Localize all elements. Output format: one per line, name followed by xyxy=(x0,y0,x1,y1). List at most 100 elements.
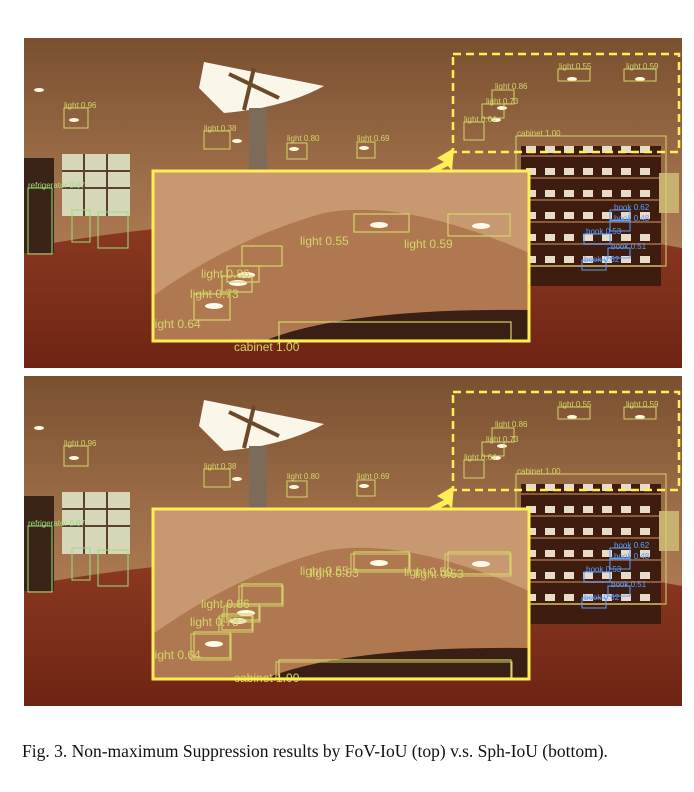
detection-label: cabinet 1.00 xyxy=(517,129,561,138)
window-frame xyxy=(62,154,130,216)
shelf-item xyxy=(583,484,593,491)
inset-detection-box xyxy=(221,613,253,631)
inset-detection-box xyxy=(447,551,511,575)
shelf-item xyxy=(640,146,650,153)
shelf-item xyxy=(602,572,612,579)
shelf-item xyxy=(621,212,631,219)
inset-detection-label: light 0.55 xyxy=(300,234,349,248)
shelf-item xyxy=(583,234,593,241)
shelf-item xyxy=(621,256,631,263)
shelf-item xyxy=(545,212,555,219)
shelf-item xyxy=(526,484,536,491)
inset-ceiling xyxy=(153,509,529,634)
ceiling-lamp xyxy=(69,456,79,460)
detection-label: cabinet 1.00 xyxy=(517,467,561,476)
detection-box xyxy=(607,247,631,259)
shelf-item xyxy=(564,528,574,535)
shelf-item xyxy=(564,256,574,263)
detection-label: light 0.80 xyxy=(287,472,320,481)
shelf-item xyxy=(526,572,536,579)
shelf-item xyxy=(545,234,555,241)
inset-detection-label: light 0.53 xyxy=(415,567,464,581)
detection-box xyxy=(609,558,631,570)
shelf-item xyxy=(526,212,536,219)
detection-label: light 0.80 xyxy=(287,134,320,143)
ceiling-lamp xyxy=(289,485,299,489)
shelf-item xyxy=(602,484,612,491)
inset-border xyxy=(151,169,531,343)
ceiling-lamp xyxy=(232,139,242,143)
shelf-item xyxy=(621,528,631,535)
ceiling-lamp xyxy=(635,415,645,419)
detection-label: light 0.59 xyxy=(626,62,659,71)
inset-cabinet xyxy=(264,309,529,341)
detection-box xyxy=(71,209,91,243)
shelf-item xyxy=(621,484,631,491)
detection-box xyxy=(481,441,505,457)
detection-box xyxy=(63,445,89,467)
ceiling-lamp xyxy=(359,484,369,488)
shelf-item xyxy=(564,484,574,491)
detection-label: book 0.51 xyxy=(611,580,647,589)
shelf-item xyxy=(583,146,593,153)
shelf-item xyxy=(621,550,631,557)
detection-box xyxy=(356,479,376,497)
ceiling-lamp xyxy=(497,444,507,448)
ceiling-ornament xyxy=(228,67,280,111)
inset-detection-box xyxy=(221,275,253,293)
shelf-item xyxy=(640,550,650,557)
inset-border xyxy=(151,507,531,681)
wall-sconce xyxy=(659,173,679,213)
shelf-item xyxy=(564,234,574,241)
shelf-item xyxy=(526,190,536,197)
shelf-item xyxy=(564,594,574,601)
shelf-item xyxy=(526,256,536,263)
detection-box xyxy=(286,480,308,498)
left-doorway xyxy=(24,158,54,253)
inset-detection-label: cabinet 1.00 xyxy=(234,340,300,354)
shelf-item xyxy=(602,594,612,601)
detection-label: book 0.48 xyxy=(614,552,650,561)
ceiling-lamp xyxy=(232,477,242,481)
detection-box xyxy=(356,141,376,159)
shelf-item xyxy=(602,190,612,197)
detection-box xyxy=(27,525,53,593)
shelf-item xyxy=(583,528,593,535)
shelf-item xyxy=(583,572,593,579)
detection-box xyxy=(557,406,591,420)
shelf-item xyxy=(640,190,650,197)
shelf-item xyxy=(564,550,574,557)
shelf-item xyxy=(640,528,650,535)
inset-detection-label: light 0.86 xyxy=(201,597,250,611)
shelf-item xyxy=(545,528,555,535)
shelf-item xyxy=(621,506,631,513)
detection-box xyxy=(97,211,129,249)
shelf-item xyxy=(621,168,631,175)
shelf-item xyxy=(602,506,612,513)
detection-label: book 0.62 xyxy=(614,203,650,212)
zoom-region xyxy=(451,52,681,154)
ceiling-lamp xyxy=(34,88,44,92)
inset-duplicate-box xyxy=(190,633,232,661)
inset-detection-box xyxy=(226,603,260,621)
inset-detection-label: light 0.53 xyxy=(310,566,359,580)
inset-duplicate-box xyxy=(218,615,254,633)
detection-label: light 0.86 xyxy=(495,82,528,91)
shelf-item xyxy=(526,146,536,153)
inset-cabinet xyxy=(264,647,529,679)
detection-label: light 0.69 xyxy=(357,472,390,481)
inset-lamp xyxy=(370,222,388,228)
detection-label: light 0.55 xyxy=(559,400,592,409)
shelf-item xyxy=(602,528,612,535)
ceiling-lamp xyxy=(34,426,44,430)
shelf-item xyxy=(526,168,536,175)
inset-lamp xyxy=(205,641,223,647)
shelf-item xyxy=(545,168,555,175)
shelf-item xyxy=(621,234,631,241)
detection-label: refrigerator 0.67 xyxy=(28,519,85,528)
shelf-item xyxy=(545,484,555,491)
detection-box xyxy=(203,130,231,150)
detection-label: book 0.53 xyxy=(586,565,622,574)
inset-detection-label: light 0.73 xyxy=(190,287,239,301)
